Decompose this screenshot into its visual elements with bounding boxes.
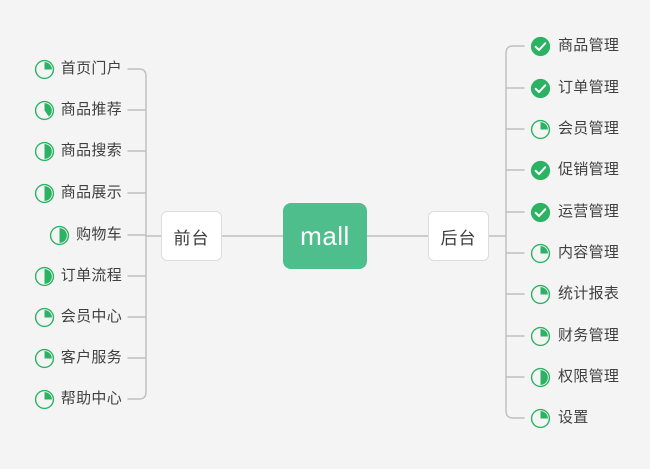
- leaf-node-label: 购物车: [76, 226, 122, 243]
- progress-pie-icon: [34, 59, 54, 79]
- leaf-node-label: 商品展示: [60, 184, 122, 201]
- leaf-node-label: 首页门户: [60, 60, 122, 77]
- progress-pie-icon: [34, 100, 54, 120]
- leaf-node-backend-0[interactable]: 商品管理: [530, 33, 650, 59]
- progress-pie-icon: [49, 225, 70, 245]
- leaf-node-label: 会员中心: [60, 308, 122, 325]
- leaf-node-backend-6[interactable]: 统计报表: [530, 281, 650, 307]
- leaf-node-label: 设置: [558, 409, 589, 426]
- leaf-node-backend-4[interactable]: 运营管理: [530, 199, 650, 225]
- leaf-node-label: 帮助中心: [60, 390, 122, 407]
- leaf-node-frontend-6[interactable]: 会员中心: [0, 304, 122, 330]
- leaf-node-frontend-7[interactable]: 客户服务: [0, 345, 122, 371]
- leaf-node-label: 订单管理: [558, 79, 620, 96]
- leaf-node-label: 权限管理: [558, 368, 620, 385]
- leaf-node-frontend-5[interactable]: 订单流程: [0, 263, 122, 289]
- leaf-node-backend-7[interactable]: 财务管理: [530, 323, 650, 349]
- leaf-node-backend-3[interactable]: 促销管理: [530, 157, 650, 183]
- leaf-node-label: 内容管理: [558, 244, 620, 261]
- leaf-node-frontend-3[interactable]: 商品展示: [0, 180, 122, 206]
- leaf-node-label: 财务管理: [558, 327, 620, 344]
- branch-label-backend: 后台: [440, 228, 477, 248]
- leaf-node-backend-9[interactable]: 设置: [530, 405, 650, 431]
- leaf-node-label: 商品推荐: [60, 101, 122, 118]
- progress-pie-icon: [34, 307, 54, 327]
- progress-pie-icon: [34, 266, 54, 286]
- progress-pie-icon: [530, 367, 551, 387]
- branch-box-backend[interactable]: 后台: [428, 211, 489, 261]
- branch-box-frontend[interactable]: 前台: [161, 211, 222, 261]
- leaf-node-frontend-8[interactable]: 帮助中心: [0, 386, 122, 412]
- leaf-node-backend-1[interactable]: 订单管理: [530, 75, 650, 101]
- leaf-node-backend-2[interactable]: 会员管理: [530, 116, 650, 142]
- progress-pie-icon: [34, 183, 54, 203]
- leaf-node-frontend-0[interactable]: 首页门户: [0, 56, 122, 82]
- branch-label-frontend: 前台: [173, 228, 210, 248]
- progress-pie-icon: [530, 408, 551, 428]
- leaf-node-label: 商品搜索: [60, 142, 122, 159]
- progress-pie-icon: [34, 389, 54, 409]
- check-circle-icon: [530, 202, 551, 222]
- leaf-node-label: 商品管理: [558, 37, 620, 54]
- progress-pie-icon: [530, 284, 551, 304]
- progress-pie-icon: [34, 348, 54, 368]
- check-circle-icon: [530, 78, 551, 98]
- leaf-node-label: 促销管理: [558, 161, 620, 178]
- leaf-node-label: 运营管理: [558, 203, 620, 220]
- progress-pie-icon: [530, 119, 551, 139]
- check-circle-icon: [530, 36, 551, 56]
- leaf-node-label: 统计报表: [558, 285, 620, 302]
- root-node-label: mall: [300, 220, 350, 251]
- root-node-mall[interactable]: mall: [283, 203, 367, 269]
- leaf-node-frontend-1[interactable]: 商品推荐: [0, 97, 122, 123]
- progress-pie-icon: [34, 141, 54, 161]
- leaf-node-backend-8[interactable]: 权限管理: [530, 364, 650, 390]
- progress-pie-icon: [530, 326, 551, 346]
- progress-pie-icon: [530, 243, 551, 263]
- check-circle-icon: [530, 160, 551, 180]
- leaf-node-frontend-2[interactable]: 商品搜索: [0, 138, 122, 164]
- leaf-node-frontend-4[interactable]: 购物车: [0, 222, 122, 248]
- leaf-node-label: 会员管理: [558, 120, 620, 137]
- leaf-node-label: 订单流程: [60, 267, 122, 284]
- leaf-node-backend-5[interactable]: 内容管理: [530, 240, 650, 266]
- leaf-node-label: 客户服务: [60, 349, 122, 366]
